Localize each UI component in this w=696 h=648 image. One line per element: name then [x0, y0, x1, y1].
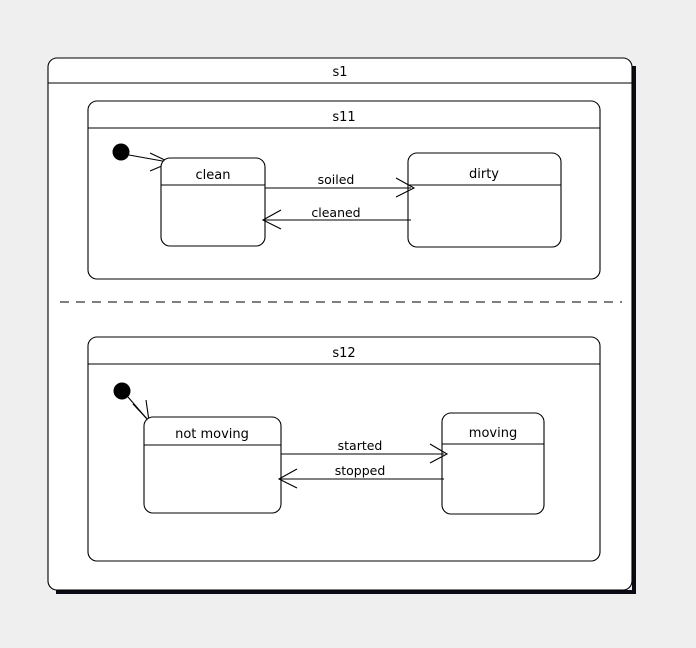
state-clean-outline: [160, 157, 266, 247]
state-not-moving[interactable]: not moving: [143, 416, 282, 514]
state-moving-outline: [441, 412, 545, 515]
transition-cleaned-arrowhead: [261, 209, 282, 230]
state-moving[interactable]: moving: [441, 412, 545, 515]
state-not-moving-outline: [143, 416, 282, 514]
state-clean-body[interactable]: [161, 158, 265, 246]
transition-started-arrowhead: [429, 443, 449, 464]
state-dirty-body[interactable]: [408, 153, 561, 247]
state-dirty-label: dirty: [469, 167, 499, 182]
transition-stopped[interactable]: stopped: [277, 463, 444, 489]
transition-soiled[interactable]: soiled: [265, 172, 416, 198]
s11-outline: [87, 100, 601, 280]
state-moving-body[interactable]: [442, 413, 544, 514]
s12-outline: [87, 336, 601, 562]
s11-initial-pseudostate[interactable]: [112, 143, 130, 161]
composite-state-s11[interactable]: s11 clean dirty: [87, 100, 601, 280]
s12-initial-pseudostate[interactable]: [113, 382, 131, 400]
transition-soiled-arrowhead: [395, 177, 416, 198]
state-not-moving-label: not moving: [175, 427, 249, 442]
transition-started-label: started: [338, 438, 383, 453]
state-clean-label: clean: [196, 168, 231, 183]
s1-title-label: s1: [332, 65, 347, 80]
transition-cleaned[interactable]: cleaned: [261, 205, 411, 230]
transition-cleaned-label: cleaned: [311, 205, 360, 220]
s1-outline: [47, 57, 633, 591]
state-moving-label: moving: [469, 426, 517, 441]
s11-title-label: s11: [332, 110, 355, 125]
s12-title-label: s12: [332, 346, 355, 361]
s11-initial-transition-line: [128, 154, 169, 163]
transition-started[interactable]: started: [281, 438, 449, 464]
composite-state-s12[interactable]: s12 not moving moving: [87, 336, 601, 562]
transition-soiled-label: soiled: [318, 172, 355, 187]
state-not-moving-body[interactable]: [144, 417, 281, 513]
state-dirty[interactable]: dirty: [407, 152, 562, 248]
transition-stopped-label: stopped: [335, 463, 386, 478]
state-clean[interactable]: clean: [160, 157, 266, 247]
transition-stopped-arrowhead: [277, 468, 298, 489]
state-dirty-outline: [407, 152, 562, 248]
